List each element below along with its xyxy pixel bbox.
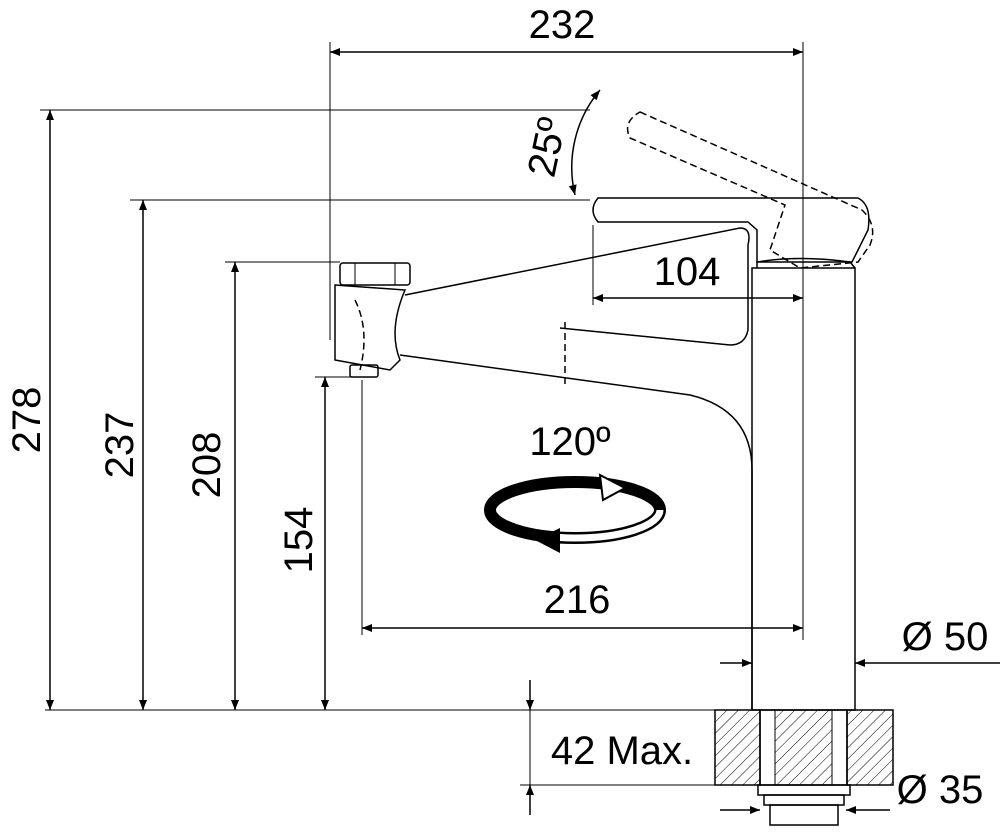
extension-lines [40, 42, 804, 786]
dim-lever-height: 237 [98, 412, 142, 479]
faucet-lever [592, 197, 870, 263]
dim-max-counter-thickness: 42 Max. [551, 729, 693, 773]
dim-spout-top-height: 208 [185, 432, 229, 499]
dimension-232: 232 [330, 3, 803, 56]
dim-spout-rotation: 120º [529, 420, 611, 464]
dimension-278: 278 [5, 110, 54, 710]
dim-spout-reach: 216 [544, 578, 611, 622]
dimension-154: 154 [277, 377, 329, 710]
dim-overall-width: 232 [529, 3, 596, 47]
dim-spout-outlet-height: 154 [277, 507, 321, 574]
faucet-lever-raised [626, 111, 874, 269]
dimension-diameter-50: Ø 50 [720, 615, 1000, 667]
dim-body-diameter: Ø 50 [902, 615, 989, 659]
dim-lever-length: 104 [654, 250, 721, 294]
dimension-25-degrees: 25º [520, 89, 601, 196]
rotation-icon: 120º [484, 420, 666, 553]
dim-hole-diameter: Ø 35 [897, 768, 984, 812]
dimension-237: 237 [98, 200, 147, 710]
dimension-216: 216 [362, 578, 803, 632]
dim-total-height: 278 [5, 387, 49, 454]
faucet-spout [334, 227, 753, 710]
dim-lever-angle: 25º [520, 113, 575, 180]
dimension-104: 104 [593, 250, 803, 302]
dimension-42-max: 42 Max. [526, 680, 693, 815]
countertop-section [714, 709, 894, 826]
dimension-diameter-35: Ø 35 [720, 768, 984, 814]
dimension-208: 208 [185, 262, 239, 710]
